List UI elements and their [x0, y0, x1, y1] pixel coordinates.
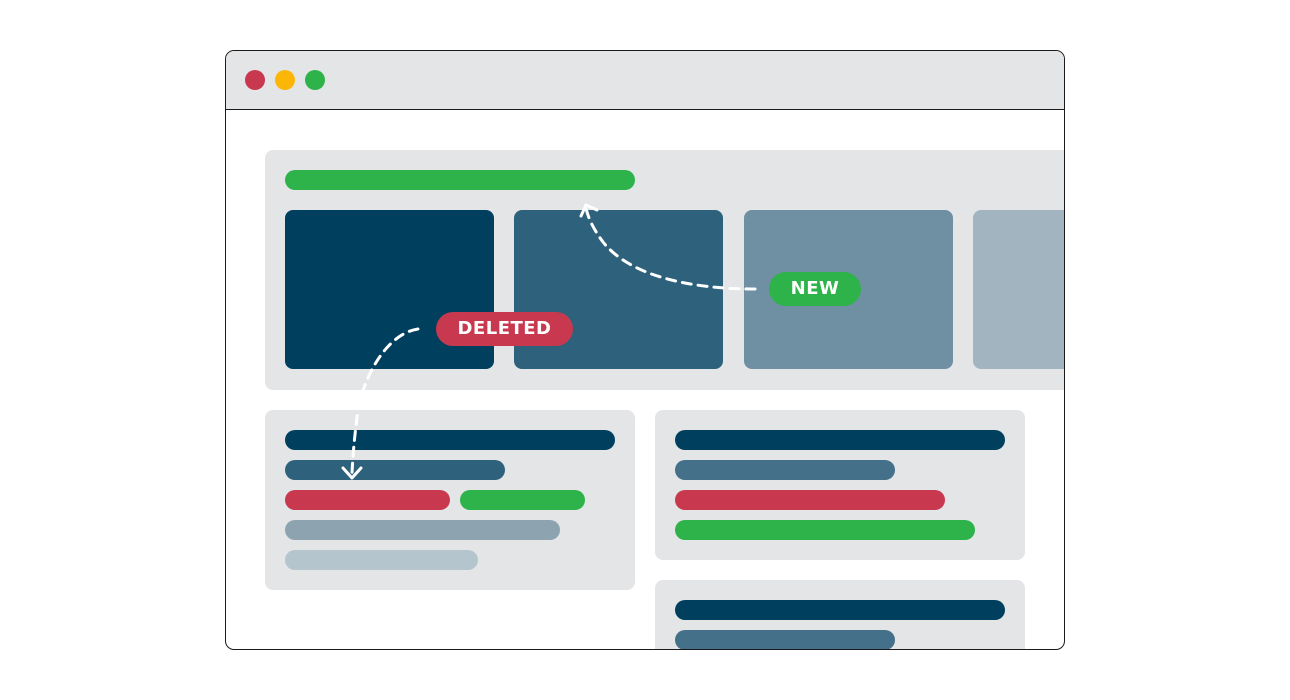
gallery-tile-4	[973, 210, 1064, 369]
content-card-right-1	[655, 410, 1025, 560]
card-line-new	[675, 520, 975, 540]
close-button[interactable]	[245, 70, 265, 90]
card-line	[285, 520, 560, 540]
browser-window	[225, 50, 1065, 650]
gallery-panel	[265, 150, 1064, 390]
minimize-button[interactable]	[275, 70, 295, 90]
gallery-title-bar	[285, 170, 635, 190]
card-line	[675, 630, 895, 649]
maximize-button[interactable]	[305, 70, 325, 90]
card-line	[285, 460, 505, 480]
new-tag: NEW	[769, 272, 861, 306]
card-line-new	[460, 490, 585, 510]
card-line-deleted	[675, 490, 945, 510]
page-viewport	[226, 110, 1064, 649]
deleted-tag: DELETED	[436, 312, 573, 346]
card-line	[675, 430, 1005, 450]
content-card-right-2	[655, 580, 1025, 649]
card-line-deleted	[285, 490, 450, 510]
card-line	[675, 600, 1005, 620]
card-line	[675, 460, 895, 480]
content-card-left	[265, 410, 635, 590]
window-titlebar	[226, 51, 1064, 110]
card-line	[285, 430, 615, 450]
card-line	[285, 550, 478, 570]
